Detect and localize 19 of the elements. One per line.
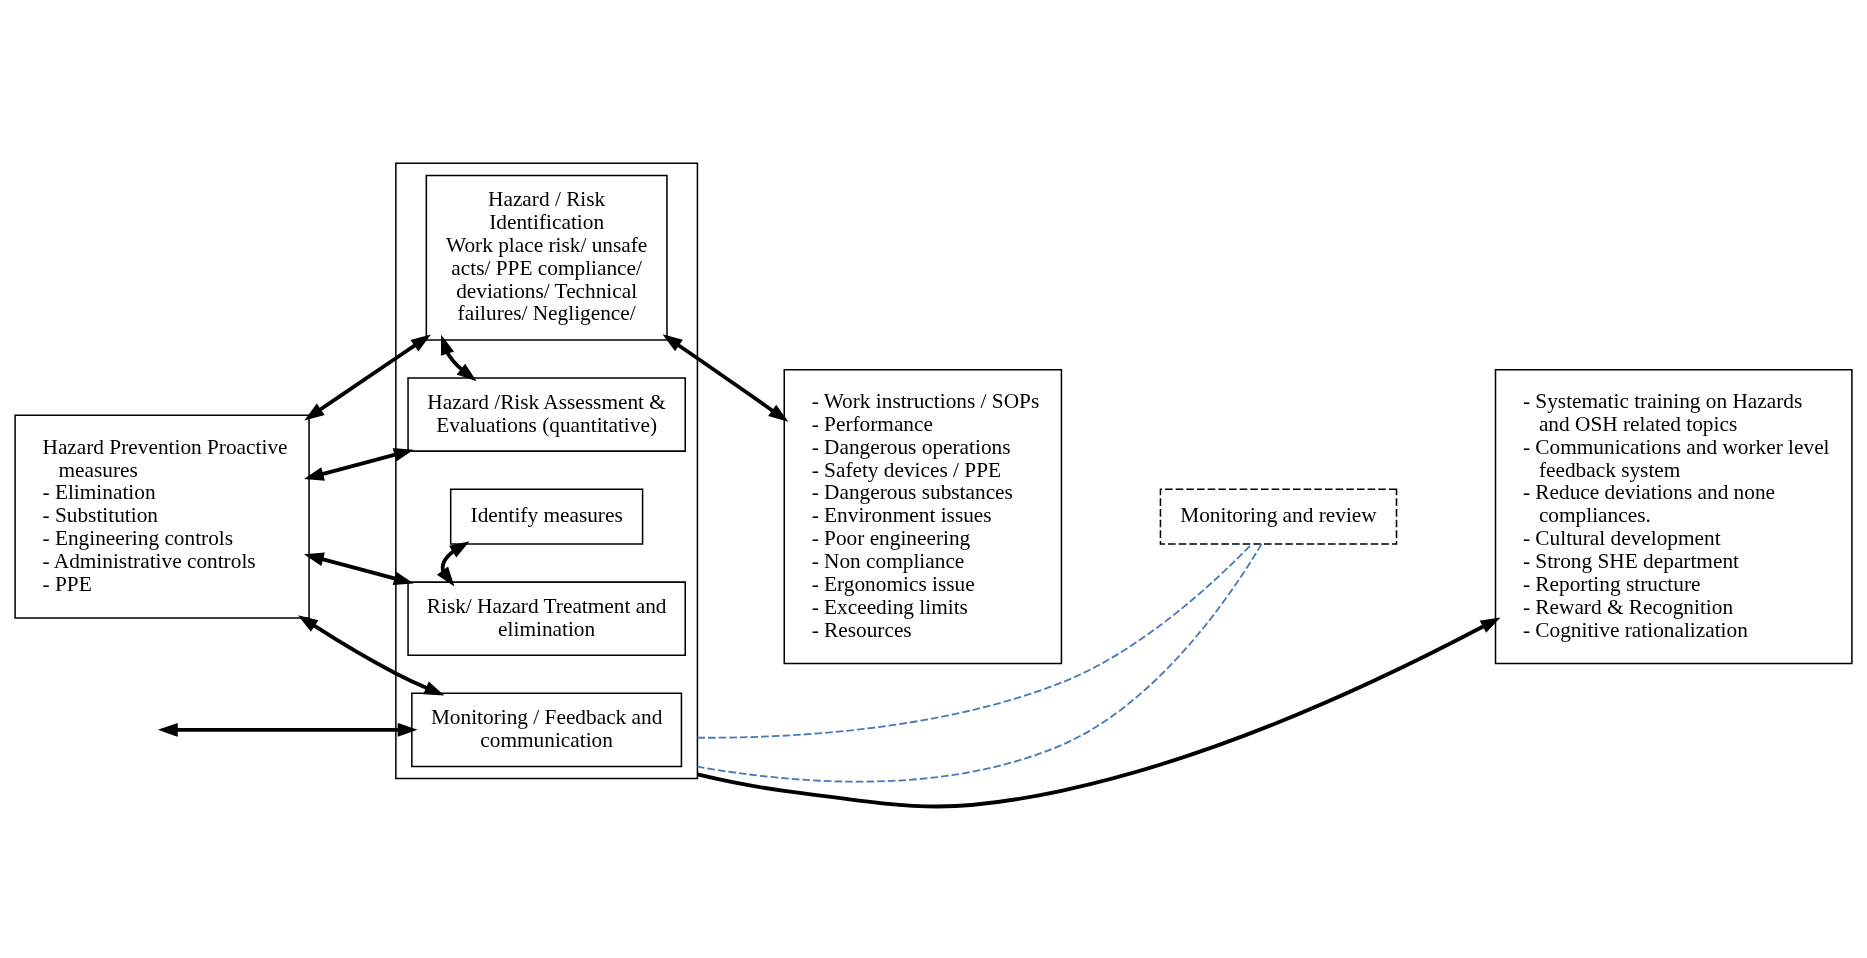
node-box: Risk/ Hazard Treatment and elimination [407,581,686,656]
connector [696,543,1263,783]
node-box: Identify measures [449,488,644,545]
arrow [304,334,431,421]
node-box: - Work instructions / SOPs - Performance - Dangerous operations - Safety devices / PPE - Dangerous substances - Environment issues - Poor engineering - Non compliance - Ergonomics issue - Exceeding limits - Resources [783,368,1063,665]
connector [696,543,1253,739]
node-box: Hazard /Risk Assessment & Evaluations (quantitative) [407,377,686,452]
arrow [303,448,414,481]
arrow [662,334,789,422]
node-box: Hazard Prevention Proactive measures - Elimination - Substitution - Engineering controls - Administrative controls - PPE [14,414,310,619]
node-box: - Systematic training on Hazards and OSH related topics - Communications and worker level feedback system - Reduce deviations and none compliances. - Cultural development - Strong SHE department - Reporting structure - Reward & Recognition - Cognitive rationalization [1494,368,1853,665]
arrow [436,541,470,587]
arrow [298,615,445,696]
node-box: Monitoring / Feedback and communication [411,692,683,768]
arrow [303,552,414,586]
arrow [697,617,1501,809]
node-box: Hazard / Risk Identification Work place risk/ unsafe acts/ PPE compliance/ deviations/ Technical failures/ Negligence/ [425,174,668,341]
node-box: Monitoring and review [1159,488,1398,545]
arrow [440,334,477,382]
